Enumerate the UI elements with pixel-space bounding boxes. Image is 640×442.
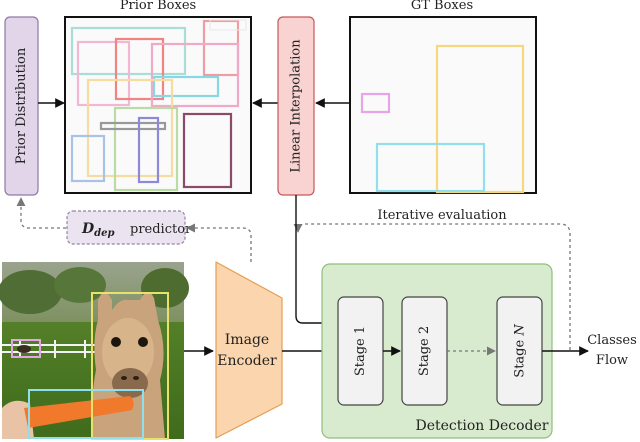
iterative-evaluation-loop bbox=[293, 223, 571, 350]
gt-boxes-title: GT Boxes bbox=[411, 0, 473, 13]
arrow-encoder-to-predictor bbox=[186, 223, 252, 262]
input-image bbox=[0, 262, 189, 440]
svg-text:Ddep: Ddep bbox=[81, 221, 115, 239]
detection-decoder-label: Detection Decoder bbox=[416, 418, 549, 434]
stage-2-label: Stage 2 bbox=[417, 326, 432, 376]
stage-1-block: Stage 1 bbox=[337, 296, 384, 406]
stage-n-var: N bbox=[512, 324, 527, 337]
linear-interpolation-label: Linear Interpolation bbox=[289, 39, 304, 173]
stage-1-label: Stage 1 bbox=[353, 326, 368, 376]
dep-predictor-symbol: D bbox=[81, 221, 95, 237]
stage-n-block: Stage N bbox=[496, 296, 543, 406]
iterative-evaluation-label: Iterative evaluation bbox=[377, 208, 507, 223]
arrow-predictor-to-dist bbox=[16, 197, 66, 229]
arrow-interp-to-stage1 bbox=[295, 195, 337, 328]
prior-distribution-block: Prior Distribution bbox=[4, 16, 39, 196]
prior-distribution-label: Prior Distribution bbox=[14, 47, 29, 164]
dep-predictor-sub: dep bbox=[94, 228, 114, 239]
dep-predictor-text: predictor bbox=[130, 222, 192, 237]
linear-interpolation-block: Linear Interpolation bbox=[277, 16, 315, 196]
gt-boxes-panel bbox=[349, 16, 537, 194]
output-flow-label: Flow bbox=[596, 353, 628, 368]
image-encoder-block: Image Encoder bbox=[215, 261, 283, 439]
image-encoder-line2: Encoder bbox=[217, 353, 277, 369]
stage-n-label: Stage N bbox=[512, 324, 527, 378]
stage-n-prefix: Stage bbox=[512, 336, 527, 378]
prior-boxes-title: Prior Boxes bbox=[120, 0, 196, 13]
stage-2-block: Stage 2 bbox=[401, 296, 448, 406]
image-encoder-line1: Image bbox=[225, 332, 269, 348]
prior-boxes-panel bbox=[64, 16, 252, 194]
output-classes-label: Classes bbox=[587, 333, 637, 348]
dep-predictor-block: Ddep predictor bbox=[66, 210, 192, 245]
